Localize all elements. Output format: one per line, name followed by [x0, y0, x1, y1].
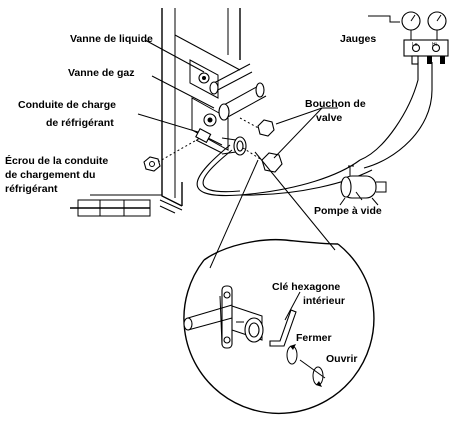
valve-cap-label-1: Bouchon de	[305, 98, 366, 110]
liquid-valve-label: Vanne de liquide	[70, 33, 153, 45]
valve-cap-label-2: valve	[316, 112, 342, 124]
gauge-lo-mark: Lo	[412, 42, 418, 48]
charge-line-label-2: de réfrigérant	[46, 117, 114, 129]
open-label: Ouvrir	[326, 353, 358, 365]
liquid-valve	[189, 59, 253, 99]
valve-cap-upper	[257, 119, 275, 137]
dashed-guide-nut	[157, 137, 201, 163]
gas-valve	[191, 82, 267, 151]
charge-line-label-1: Conduite de charge	[18, 99, 116, 111]
nut-label-1: Écrou de la conduite	[5, 154, 108, 167]
hoses	[196, 62, 433, 197]
gauge-hi-mark: Hi	[432, 42, 437, 48]
nut-label-3: réfrigérant	[5, 183, 58, 195]
gauge-manifold: Lo Hi	[368, 11, 449, 65]
valve-cap-lower	[261, 152, 283, 173]
charge-port	[195, 128, 247, 156]
vacuum-pump	[339, 165, 387, 206]
hex-key-label-1: Clé hexagone	[272, 281, 340, 293]
hex-key-icon	[269, 309, 297, 347]
detail-magnifier	[183, 151, 375, 415]
open-rotation-arrow-icon	[299, 359, 326, 387]
leader-lines	[137, 39, 363, 321]
close-label: Fermer	[296, 332, 332, 344]
vacuum-pump-label: Pompe à vide	[314, 205, 382, 217]
gauges-label: Jauges	[340, 33, 376, 45]
nut-label-2: de chargement du	[5, 169, 95, 181]
gas-valve-label: Vanne de gaz	[68, 67, 135, 79]
hex-key-label-2: intérieur	[303, 295, 345, 307]
close-rotation-arrow-icon	[286, 344, 298, 365]
outdoor-unit	[70, 8, 241, 217]
charge-line-nut	[143, 156, 161, 172]
